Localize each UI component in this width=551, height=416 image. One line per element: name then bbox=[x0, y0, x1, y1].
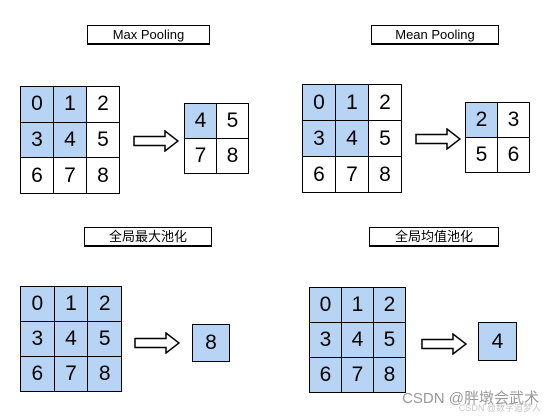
grid-cell: 0 bbox=[21, 87, 53, 122]
arrow-right-icon bbox=[134, 332, 180, 354]
mean-pooling-label: Mean Pooling bbox=[371, 25, 499, 45]
max-pooling-input-grid: 0 1 2 3 4 5 6 7 8 bbox=[20, 86, 120, 194]
grid-cell: 8 bbox=[88, 357, 121, 391]
grid-cell: 1 bbox=[342, 288, 373, 322]
grid-cell: 5 bbox=[466, 138, 497, 172]
grid-cell: 5 bbox=[369, 121, 401, 156]
global-max-pooling-label: 全局最大池化 bbox=[84, 227, 212, 247]
grid-cell: 8 bbox=[193, 325, 229, 361]
grid-cell: 4 bbox=[54, 322, 88, 356]
max-pooling-label: Max Pooling bbox=[87, 25, 210, 45]
global-max-output-box: 8 bbox=[192, 324, 230, 362]
grid-cell: 6 bbox=[498, 138, 529, 172]
grid-cell: 3 bbox=[303, 121, 335, 156]
global-avg-input-grid: 0 1 2 3 4 5 6 7 8 bbox=[309, 287, 406, 393]
grid-cell: 0 bbox=[310, 288, 341, 322]
grid-cell: 3 bbox=[310, 323, 341, 357]
grid-cell: 4 bbox=[185, 104, 216, 138]
grid-cell: 7 bbox=[336, 157, 368, 192]
grid-cell: 2 bbox=[374, 288, 405, 322]
watermark: CSDN @胖墩会武术 bbox=[402, 390, 539, 407]
grid-cell: 7 bbox=[54, 357, 88, 391]
grid-cell: 0 bbox=[21, 287, 54, 321]
grid-cell: 4 bbox=[342, 323, 373, 357]
grid-cell: 3 bbox=[21, 322, 54, 356]
arrow-right-icon bbox=[421, 333, 467, 355]
grid-cell: 6 bbox=[21, 357, 54, 391]
global-avg-pooling-label: 全局均值池化 bbox=[369, 227, 499, 247]
global-avg-output-box: 4 bbox=[478, 322, 517, 361]
grid-cell: 5 bbox=[88, 322, 121, 356]
grid-cell: 0 bbox=[303, 85, 335, 120]
grid-cell: 2 bbox=[369, 85, 401, 120]
grid-cell: 5 bbox=[374, 323, 405, 357]
grid-cell: 8 bbox=[87, 158, 119, 193]
grid-cell: 7 bbox=[342, 358, 373, 392]
grid-cell: 1 bbox=[54, 287, 88, 321]
grid-cell: 2 bbox=[87, 87, 119, 122]
grid-cell: 8 bbox=[217, 139, 248, 173]
grid-cell: 6 bbox=[21, 158, 53, 193]
grid-cell: 8 bbox=[369, 157, 401, 192]
grid-cell: 8 bbox=[374, 358, 405, 392]
max-pooling-output-grid: 4 5 7 8 bbox=[184, 103, 249, 174]
grid-cell: 2 bbox=[466, 103, 497, 137]
grid-cell: 7 bbox=[54, 158, 86, 193]
grid-cell: 1 bbox=[336, 85, 368, 120]
grid-cell: 2 bbox=[88, 287, 121, 321]
grid-cell: 6 bbox=[303, 157, 335, 192]
grid-cell: 5 bbox=[87, 122, 119, 158]
grid-cell: 3 bbox=[21, 122, 53, 158]
grid-cell: 4 bbox=[479, 323, 516, 360]
grid-cell: 6 bbox=[310, 358, 341, 392]
grid-cell: 7 bbox=[185, 139, 216, 173]
mean-pooling-input-grid: 0 1 2 3 4 5 6 7 8 bbox=[302, 84, 402, 193]
grid-cell: 3 bbox=[498, 103, 529, 137]
grid-cell: 5 bbox=[217, 104, 248, 138]
arrow-right-icon bbox=[415, 128, 461, 150]
arrow-right-icon bbox=[133, 130, 179, 152]
grid-cell: 1 bbox=[54, 87, 86, 122]
grid-cell: 4 bbox=[54, 122, 86, 158]
mean-pooling-output-grid: 2 3 5 6 bbox=[465, 102, 530, 173]
global-max-input-grid: 0 1 2 3 4 5 6 7 8 bbox=[20, 286, 122, 392]
grid-cell: 4 bbox=[336, 121, 368, 156]
watermark-faint: CSDN @数字追梦人 bbox=[458, 403, 541, 413]
